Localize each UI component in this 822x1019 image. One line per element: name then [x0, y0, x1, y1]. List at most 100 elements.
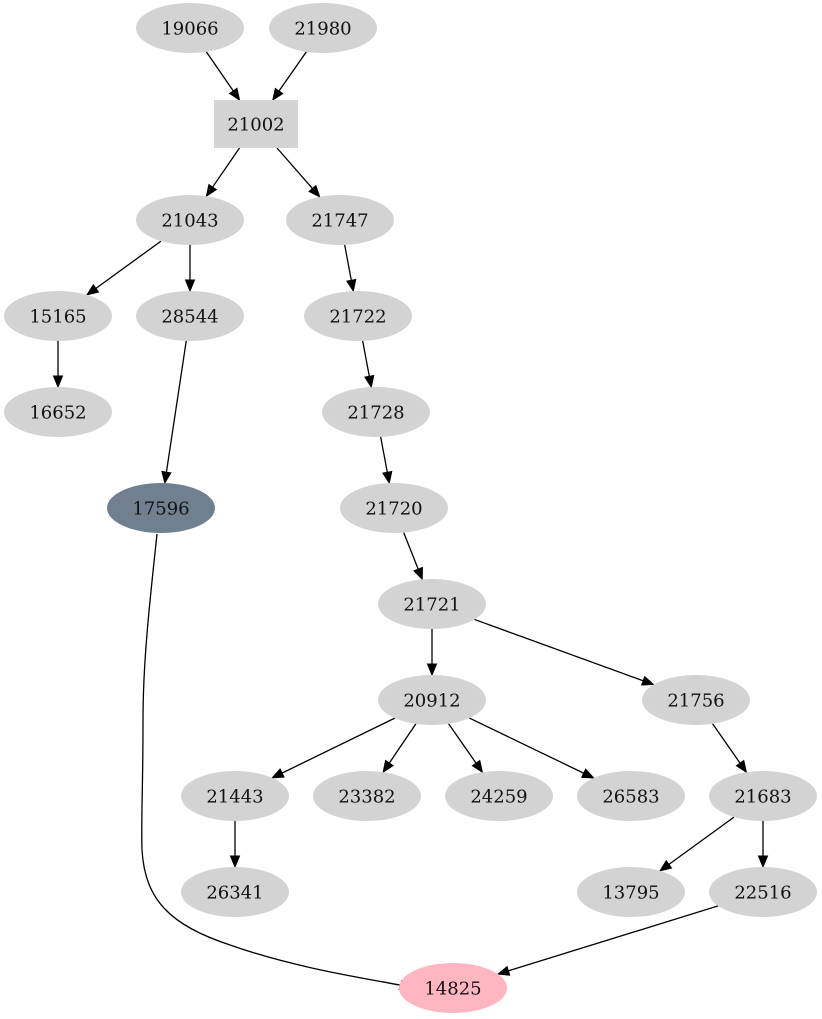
node-21721: 21721	[378, 579, 486, 629]
edge-line	[276, 147, 314, 190]
arrowhead	[205, 183, 218, 198]
edge-21683-to-22516	[757, 821, 769, 869]
node-label: 21728	[347, 403, 404, 424]
node-label: 21747	[311, 211, 368, 232]
edge-line	[380, 436, 389, 474]
node-21722: 21722	[304, 291, 412, 341]
node-16652: 16652	[4, 387, 112, 437]
arrowhead	[426, 663, 438, 677]
arrowhead	[757, 855, 769, 869]
node-label: 23382	[338, 787, 395, 808]
edge-line	[469, 717, 585, 775]
arrowhead	[52, 375, 64, 389]
edge-21043-to-15165	[85, 240, 162, 296]
node-label: 13795	[602, 883, 659, 904]
node-label: 28544	[161, 307, 218, 328]
node-21720: 21720	[340, 483, 448, 533]
node-21728: 21728	[322, 387, 430, 437]
edge-line	[344, 244, 353, 282]
node-label: 21043	[161, 211, 218, 232]
edge-line	[211, 147, 241, 189]
edge-21728-to-21720	[380, 436, 393, 485]
edge-20912-to-24259	[448, 723, 484, 774]
node-label: 19066	[161, 19, 218, 40]
edge-21721-to-21756	[474, 618, 655, 686]
node-21756: 21756	[642, 675, 750, 725]
node-ellipse	[107, 483, 215, 533]
node-ellipse	[577, 867, 685, 917]
node-ellipse	[378, 675, 486, 725]
node-ellipse	[136, 3, 244, 53]
edge-line	[403, 532, 420, 571]
edge-20912-to-21443	[271, 717, 396, 779]
edge-line	[507, 905, 719, 972]
node-box	[214, 100, 298, 148]
edge-line	[141, 533, 401, 986]
node-ellipse	[445, 771, 553, 821]
edge-line	[280, 717, 396, 775]
node-ellipse	[136, 291, 244, 341]
edge-20912-to-26583	[469, 717, 595, 779]
node-ellipse	[286, 195, 394, 245]
node-21980: 21980	[269, 3, 377, 53]
edge-line	[165, 340, 187, 474]
node-ellipse	[709, 771, 817, 821]
arrowhead	[735, 759, 748, 774]
edge-21443-to-26341	[229, 821, 241, 869]
edge-21721-to-20912	[426, 629, 438, 677]
node-label: 14825	[424, 979, 481, 1000]
node-label: 21722	[329, 307, 386, 328]
arrowhead	[228, 87, 241, 102]
node-13795: 13795	[577, 867, 685, 917]
node-21683: 21683	[709, 771, 817, 821]
node-14825: 14825	[399, 963, 507, 1013]
edge-21043-to-28544	[184, 245, 196, 293]
edge-line	[277, 51, 307, 93]
node-label: 16652	[29, 403, 86, 424]
nodes-layer: 19066 21980 21002 21043 21747 15165 28544 21722…	[4, 3, 817, 1013]
node-ellipse	[181, 867, 289, 917]
node-28544: 28544	[136, 291, 244, 341]
node-label: 21720	[365, 499, 422, 520]
arrowhead	[271, 768, 285, 779]
arrowhead	[364, 374, 375, 389]
node-label: 26583	[602, 787, 659, 808]
node-ellipse	[399, 963, 507, 1013]
arrowhead	[346, 278, 357, 293]
node-15165: 15165	[4, 291, 112, 341]
edge-21720-to-21721	[403, 532, 423, 581]
edge-21683-to-13795	[658, 816, 735, 872]
node-21002: 21002	[214, 100, 298, 148]
node-26583: 26583	[577, 771, 685, 821]
arrowhead	[658, 859, 673, 872]
edge-line	[448, 723, 478, 765]
node-23382: 23382	[313, 771, 421, 821]
node-21747: 21747	[286, 195, 394, 245]
edge-line	[362, 340, 371, 378]
arrowhead	[308, 184, 321, 198]
edge-line	[667, 816, 735, 866]
edge-21722-to-21728	[362, 340, 375, 389]
arrowhead	[640, 675, 655, 686]
edge-line	[712, 723, 742, 765]
arrowhead	[161, 470, 172, 485]
edge-17596-to-14825	[141, 533, 413, 991]
arrowhead	[184, 279, 196, 293]
node-ellipse	[378, 579, 486, 629]
node-label: 17596	[132, 499, 189, 520]
node-17596: 17596	[107, 483, 215, 533]
node-ellipse	[136, 195, 244, 245]
node-21443: 21443	[181, 771, 289, 821]
node-ellipse	[304, 291, 412, 341]
node-ellipse	[4, 387, 112, 437]
node-26341: 26341	[181, 867, 289, 917]
node-21043: 21043	[136, 195, 244, 245]
arrowhead	[580, 768, 595, 779]
edge-line	[94, 240, 162, 290]
edge-21747-to-21722	[344, 244, 357, 293]
edge-line	[474, 618, 645, 682]
node-22516: 22516	[709, 867, 817, 917]
node-label: 21002	[227, 115, 284, 136]
edge-line	[388, 723, 417, 765]
